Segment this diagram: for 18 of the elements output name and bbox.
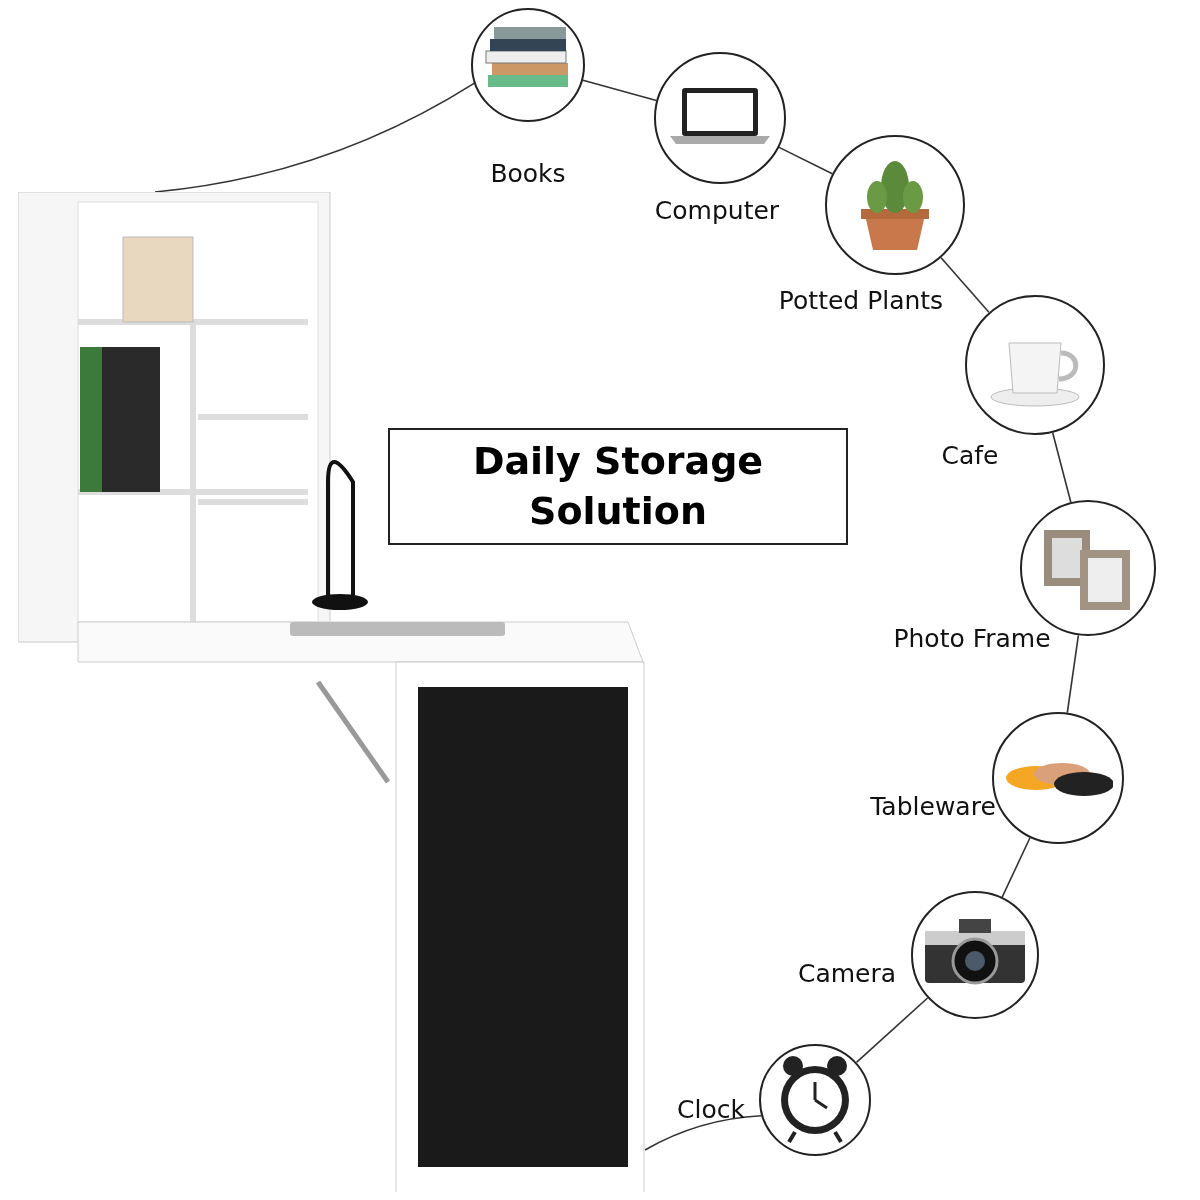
item-label: Computer — [654, 195, 780, 225]
connector-line — [154, 82, 475, 193]
connector-line — [1051, 431, 1072, 503]
item-label: Potted Plants — [778, 285, 944, 315]
title-box: Daily Storage Solution — [388, 428, 848, 545]
item-label: Books — [490, 158, 566, 188]
item-label: Camera — [797, 958, 897, 988]
item-label: Clock — [677, 1094, 745, 1124]
item-label: Photo Frame — [893, 623, 1051, 653]
connector-line — [644, 1115, 763, 1151]
item-label: Tableware — [870, 791, 996, 821]
connector-line — [1001, 836, 1031, 898]
connector-line — [940, 256, 990, 314]
connector-line — [778, 146, 834, 175]
connector-line — [1066, 634, 1080, 714]
connector-line — [855, 997, 929, 1064]
connector-line — [582, 79, 658, 102]
item-label: Cafe — [941, 440, 999, 470]
